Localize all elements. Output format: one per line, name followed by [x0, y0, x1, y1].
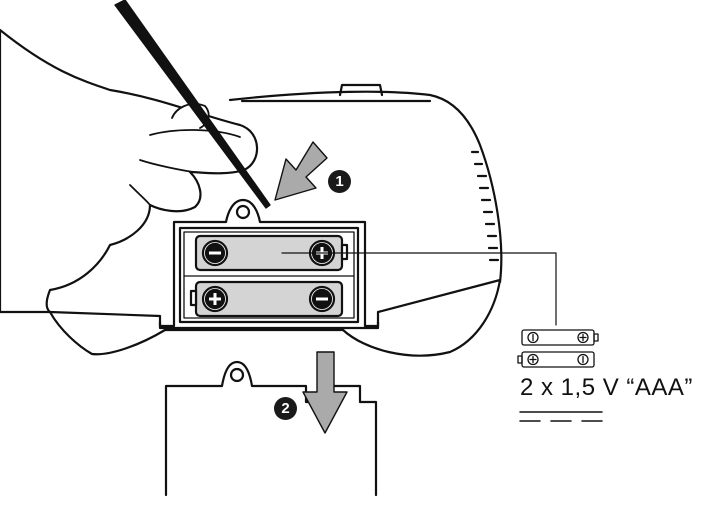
step-1-badge: 1 [328, 170, 351, 193]
battery-top [194, 234, 349, 272]
arrow-down-icon [302, 351, 348, 434]
stylus-icon [114, 0, 271, 209]
device-top-button [338, 83, 384, 97]
battery-compartment [158, 198, 380, 328]
battery-bottom [189, 280, 344, 318]
device-top-outline [228, 90, 503, 284]
arrow-push-icon [274, 141, 328, 201]
device-body [48, 278, 502, 357]
battery-dc-symbol-icon [517, 329, 599, 368]
leader-line [281, 252, 557, 326]
battery-cover [164, 360, 378, 497]
dc-symbol-icon [519, 411, 603, 422]
device-side-ridges [470, 150, 500, 262]
battery-spec-label: 2 x 1,5 V “AAA” [520, 374, 693, 401]
step-2-badge: 2 [274, 397, 297, 420]
